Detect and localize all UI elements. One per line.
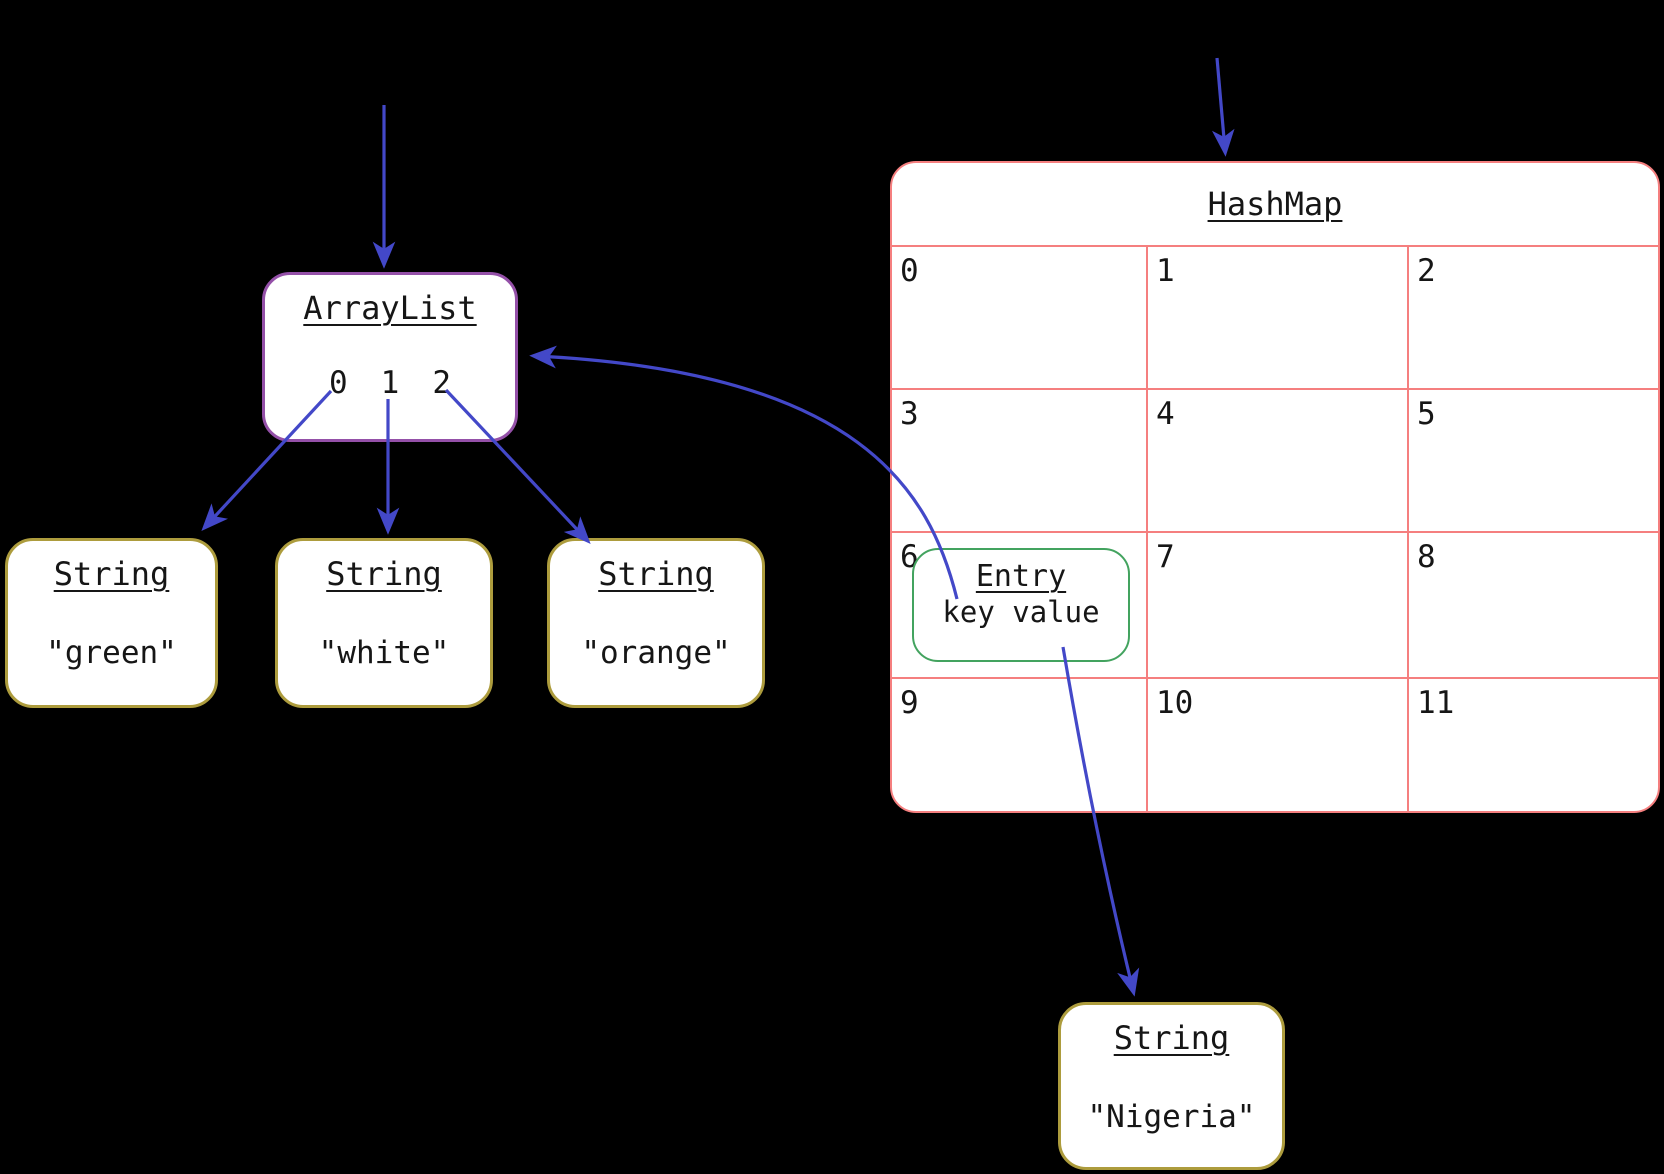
arraylist-index-0: 0 xyxy=(328,365,348,401)
hashmap-bucket-7: 7 xyxy=(1146,531,1407,677)
string-green-title: String xyxy=(53,555,170,593)
arraylist-box: ArrayList 0 1 2 xyxy=(262,272,518,442)
hashmap-bucket-5: 5 xyxy=(1407,388,1658,531)
string-box-nigeria: String "Nigeria" xyxy=(1058,1002,1285,1170)
hashmap-box: HashMap 0 1 2 3 4 5 6 7 8 9 10 11 xyxy=(890,161,1660,813)
hashmap-title: HashMap xyxy=(1207,185,1343,223)
hashmap-bucket-10: 10 xyxy=(1146,677,1407,811)
arraylist-index-2: 2 xyxy=(432,365,451,401)
hashmap-bucket-4: 4 xyxy=(1146,388,1407,531)
string-white-value: "white" xyxy=(318,635,450,671)
arraylist-indices: 0 1 2 xyxy=(265,365,515,401)
arraylist-index-1: 1 xyxy=(380,365,400,401)
hashmap-bucket-0: 0 xyxy=(900,253,919,289)
string-box-white: String "white" xyxy=(275,538,493,708)
hashmap-bucket-1: 1 xyxy=(1146,247,1407,388)
hashmap-title-row: HashMap xyxy=(892,163,1658,247)
string-orange-value: "orange" xyxy=(581,635,731,671)
string-nigeria-title: String xyxy=(1113,1019,1230,1057)
string-white-title: String xyxy=(326,555,442,593)
string-nigeria-value: "Nigeria" xyxy=(1087,1099,1256,1135)
hashmap-bucket-8: 8 xyxy=(1407,531,1658,677)
entry-box: Entry key value xyxy=(912,548,1130,662)
entry-title: Entry xyxy=(975,559,1067,594)
string-orange-title: String xyxy=(598,555,714,593)
hashmap-bucket-3: 3 xyxy=(892,388,1146,531)
string-box-orange: String "orange" xyxy=(547,538,765,708)
arraylist-title: ArrayList xyxy=(303,289,477,327)
hashmap-bucket-2: 2 xyxy=(1407,247,1658,388)
string-green-value: "green" xyxy=(46,635,177,671)
string-box-green: String "green" xyxy=(5,538,218,708)
entry-key-value: key value xyxy=(942,595,1100,629)
hashmap-bucket-11: 11 xyxy=(1407,677,1658,811)
hashmap-bucket-grid: 0 1 2 3 4 5 6 7 8 9 10 11 xyxy=(892,247,1658,811)
arrow-external-to-hashmap xyxy=(1211,57,1235,157)
hashmap-bucket-9: 9 xyxy=(892,677,1146,811)
